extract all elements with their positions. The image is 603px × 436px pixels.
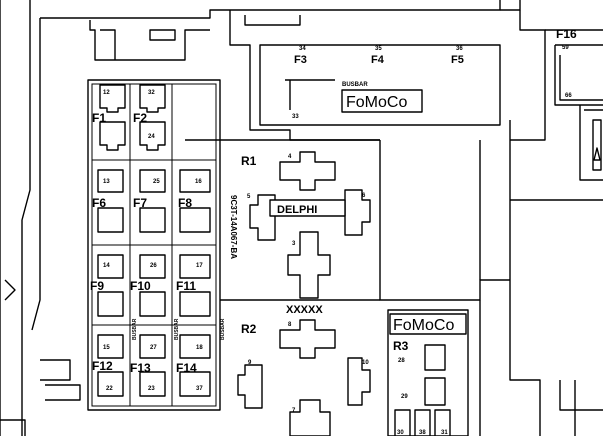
relay-30-number: 30 <box>397 430 404 436</box>
fomoco-logo-r3: FoMoCo <box>393 317 454 334</box>
xxxxx-label: XXXXX <box>286 304 323 316</box>
busbar-vertical-label-1: BUSBAR <box>132 318 138 340</box>
fuse-26-number: 26 <box>150 263 157 269</box>
relay-6-number: 6 <box>362 193 366 199</box>
relay-shapes <box>237 79 603 436</box>
fomoco-logo-box-r3 <box>389 313 467 335</box>
fuse-f14-label: F14 <box>176 361 197 375</box>
fomoco-logo-top: FoMoCo <box>346 94 407 111</box>
fuse-32-number: 32 <box>148 90 155 96</box>
relay-4-number: 4 <box>288 154 292 160</box>
fuse-f13-label: F13 <box>130 361 151 375</box>
fomoco-logo-box-top <box>341 89 423 113</box>
fuse-f16-label: F16 <box>556 27 577 41</box>
fuse-17-number: 17 <box>196 263 203 269</box>
fuse-f12-label: F12 <box>92 359 113 373</box>
fuse-f4-number: 35 <box>375 46 382 52</box>
relay-38-number: 38 <box>419 430 426 436</box>
fuse-14-number: 14 <box>103 263 110 269</box>
fuse-f5-number: 36 <box>456 46 463 52</box>
fuse-66-number: 66 <box>565 93 572 99</box>
relay-5-number: 5 <box>247 194 251 200</box>
part-number-vertical: 9C3T-14A067-BA <box>229 195 238 259</box>
fuse-f3-label: F3 <box>294 54 307 66</box>
fuse-f2-label: F2 <box>133 111 147 125</box>
relay-28-number: 28 <box>398 358 405 364</box>
relay-3-number: 3 <box>292 241 296 247</box>
fuse-33-number: 33 <box>292 114 299 120</box>
fuse-f7-label: F7 <box>133 196 147 210</box>
fuse-f10-label: F10 <box>130 279 151 293</box>
fuse-24-number: 24 <box>148 134 155 140</box>
fuse-37-number: 37 <box>196 386 203 392</box>
left-fuse-block <box>87 79 380 411</box>
relay-31-number: 31 <box>441 430 448 436</box>
fuse-f9-label: F9 <box>90 279 104 293</box>
busbar-vertical-label-2: BUSBAR <box>174 318 180 340</box>
fuse-f6-label: F6 <box>92 196 106 210</box>
delphi-label: DELPHI <box>277 204 317 216</box>
fuse-f16-number: 59 <box>562 45 569 51</box>
fuse-15-number: 15 <box>103 345 110 351</box>
relay-7-number: 7 <box>292 408 296 414</box>
fuse-f3-number: 34 <box>299 46 306 52</box>
fuse-f5-label: F5 <box>451 54 464 66</box>
fuse-23-number: 23 <box>148 386 155 392</box>
relay-10-number: 10 <box>362 360 369 366</box>
relay-r1-label: R1 <box>241 154 257 168</box>
relay-9-number: 9 <box>248 360 252 366</box>
fuse-18-number: 18 <box>196 345 203 351</box>
busbar-label-top: BUSBAR <box>342 82 368 88</box>
fuse-27-number: 27 <box>150 345 157 351</box>
fuse-f4-label: F4 <box>371 54 385 66</box>
fuse-f11-label: F11 <box>176 279 196 293</box>
fuse-12-number: 12 <box>103 90 110 96</box>
right-edge-glyphs <box>592 119 602 171</box>
fuse-f1-label: F1 <box>92 111 106 125</box>
fuse-16-number: 16 <box>195 179 202 185</box>
busbar-vertical-label-3: BUSBAR <box>220 318 226 340</box>
fuse-22-number: 22 <box>106 386 113 392</box>
fuse-slots <box>97 84 211 397</box>
relay-r2-label: R2 <box>241 322 257 336</box>
fuse-25-number: 25 <box>153 179 160 185</box>
fuse-f8-label: F8 <box>178 196 192 210</box>
fuse-13-number: 13 <box>103 179 110 185</box>
relay-r3-label: R3 <box>393 339 409 353</box>
relay-29-number: 29 <box>401 394 408 400</box>
relay-8-number: 8 <box>288 322 292 328</box>
